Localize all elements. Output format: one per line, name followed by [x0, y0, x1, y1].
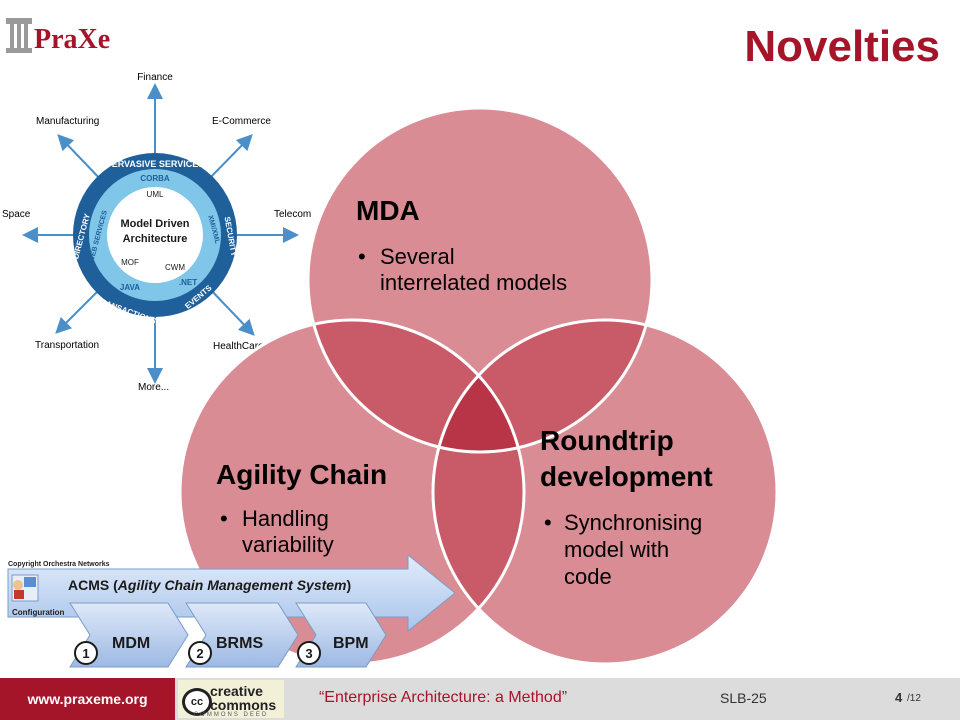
config-label: Configuration — [12, 608, 65, 617]
target-label: More... — [138, 382, 169, 393]
slide-code: SLB-25 — [720, 690, 767, 706]
footer-url-link[interactable]: www.praxeme.org — [0, 678, 175, 720]
step-label: BRMS — [216, 635, 263, 652]
venn-overlap-mda-roundtrip — [433, 320, 652, 452]
page-number: 4 — [895, 690, 903, 705]
step-chevron-brms — [185, 602, 299, 668]
step-label: BPM — [333, 635, 369, 652]
mda-center-line2: Architecture — [123, 233, 188, 245]
venn-bullet-mda-1: Several — [380, 244, 455, 269]
venn-bullet-roundtrip-1: Synchronising — [564, 510, 702, 535]
cc-word-creative: creative — [210, 683, 263, 699]
praxeme-logo: PraXeme — [6, 18, 110, 55]
step-number: 3 — [305, 646, 312, 661]
venn-title-mda: MDA — [356, 195, 420, 226]
cc-deed: COMMONS DEED — [193, 712, 269, 718]
venn-overlap-mda-agility — [308, 320, 524, 452]
ring-word: PERVASIVE SERVICES — [106, 159, 205, 169]
core-word: UML — [147, 190, 164, 199]
venn-bullet-agility-1: Handling — [242, 506, 329, 531]
inner-word: .NET — [179, 278, 197, 287]
page-title: Novelties — [744, 22, 940, 71]
venn-title-agility: Agility Chain — [216, 459, 387, 490]
mda-inner-core — [107, 187, 203, 283]
core-word: CWM — [165, 263, 185, 272]
step-label: MDM — [112, 635, 150, 652]
cc-word-commons: commons — [210, 697, 277, 713]
target-label: Transportation — [35, 340, 99, 351]
venn-diagram: MDA • Several interrelated models Agilit… — [178, 106, 779, 666]
venn-bullet-roundtrip-3: code — [564, 564, 612, 589]
page-total: /12 — [907, 693, 921, 704]
acms-label: ACMS (Agility Chain Management System) — [68, 577, 351, 593]
acms-copyright: Copyright Orchestra Networks — [8, 561, 110, 568]
target-label: Manufacturing — [36, 116, 99, 127]
target-label: Finance — [137, 72, 173, 83]
bullet-dot: • — [358, 244, 366, 269]
venn-title-roundtrip-2: development — [540, 461, 713, 492]
bullet-dot: • — [220, 506, 228, 531]
cc-icon: cc — [182, 688, 212, 716]
core-word: MOF — [121, 258, 139, 267]
step-chevron-mdm — [69, 602, 189, 668]
target-label: Telecom — [274, 209, 311, 220]
logo-text: PraXeme — [34, 24, 110, 55]
step-number: 1 — [82, 646, 89, 661]
venn-title-roundtrip-1: Roundtrip — [540, 425, 674, 456]
venn-bullet-roundtrip-2: model with — [564, 537, 669, 562]
mda-arrows — [22, 83, 299, 384]
target-label: Space — [2, 209, 31, 220]
mda-diagram: PERVASIVE SERVICES SECURITY EVENTS TRANS… — [2, 72, 311, 393]
step-number: 2 — [196, 646, 203, 661]
venn-bullet-agility-2: variability — [242, 532, 334, 557]
inner-word: JAVA — [120, 283, 140, 292]
mda-center-line1: Model Driven — [120, 218, 189, 230]
target-label: E-Commerce — [212, 116, 271, 127]
footer-band — [175, 678, 960, 720]
venn-bullet-mda-2: interrelated models — [380, 270, 567, 295]
footer-quote: “Enterprise Architecture: a Method” — [318, 689, 568, 706]
target-label: HealthCare — [213, 341, 264, 352]
bullet-dot: • — [544, 510, 552, 535]
acms-banner: Copyright Orchestra Networks ACMS (Agili… — [7, 555, 456, 668]
inner-word: CORBA — [140, 174, 170, 183]
